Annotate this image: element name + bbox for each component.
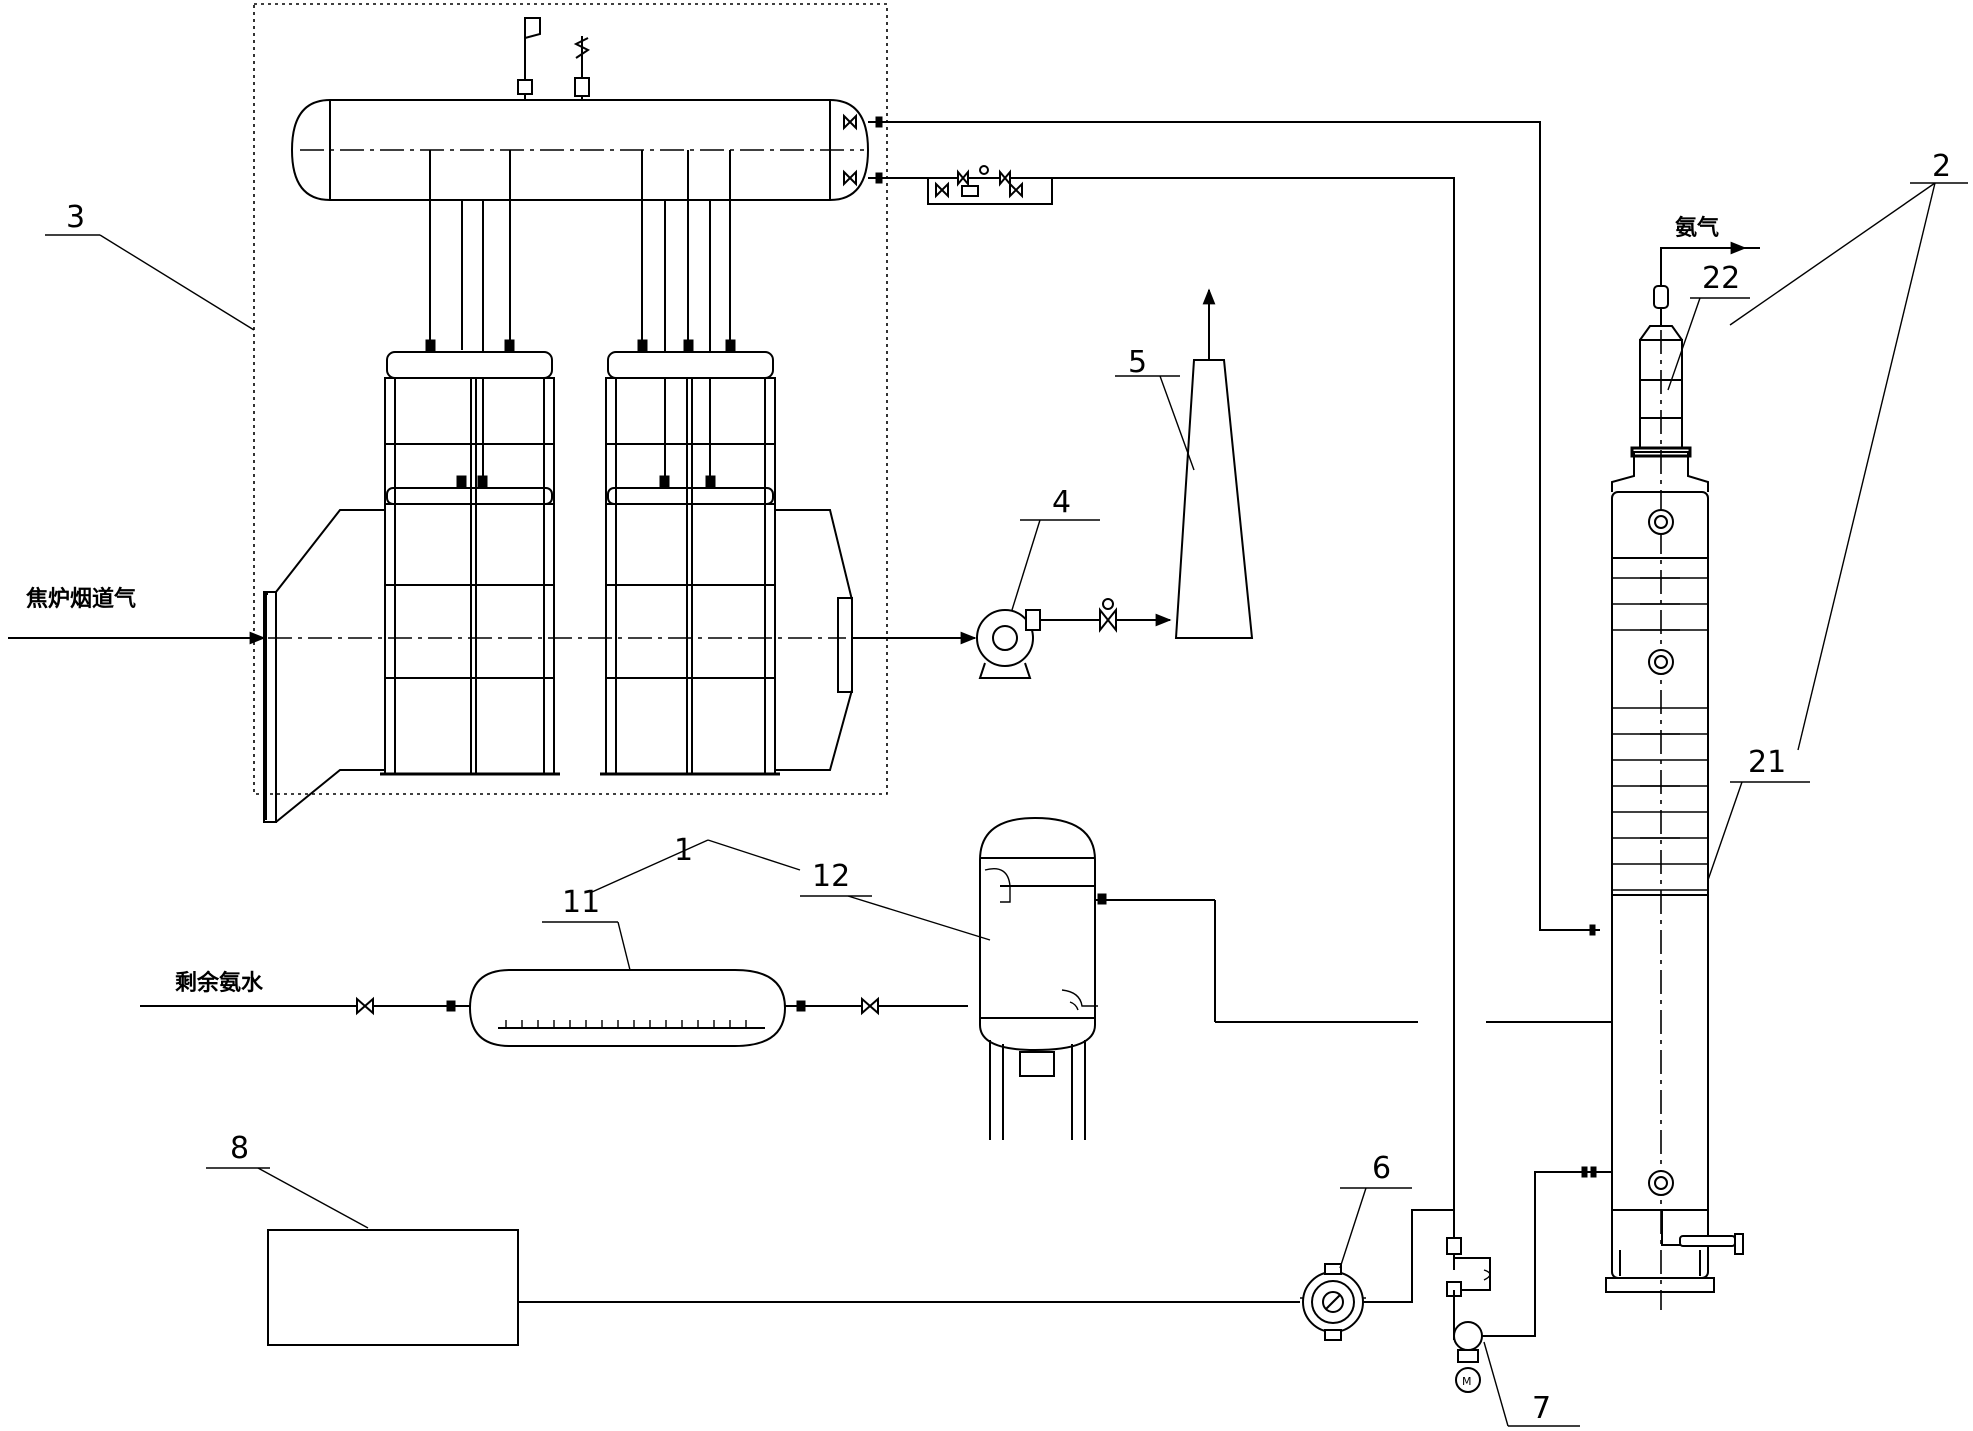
ammonia-water-feed: 剩余氨水	[140, 970, 470, 1016]
outlet-flange	[837, 597, 853, 693]
flue-gas-inlet-line: 焦炉烟道气	[8, 586, 266, 645]
column-top-22: 氨气	[1611, 215, 1760, 492]
ammonia-outlet-label: 氨气	[1675, 215, 1719, 241]
feed-valve-1	[356, 996, 374, 1016]
ammonia-tank-12	[979, 816, 1418, 1140]
chimney	[1115, 288, 1254, 639]
ammonia-preheater-11	[468, 969, 968, 1047]
callout-3: 3	[66, 200, 85, 235]
callout-6: 6	[1372, 1151, 1391, 1186]
steam-drum	[290, 17, 870, 485]
circulation-pump-7: M	[1453, 1166, 1590, 1393]
callout-5: 5	[1128, 345, 1147, 380]
outlet-cone	[775, 509, 853, 771]
storage-tank-8	[267, 1229, 519, 1346]
callout-2: 2	[1932, 149, 1951, 184]
residual-ammonia-water-label: 剩余氨水	[175, 970, 264, 996]
column-body-21	[1605, 330, 1744, 1310]
plate-heat-exchanger-6	[1300, 1209, 1454, 1341]
heat-exchanger-unit-3	[253, 3, 888, 823]
inlet-cone	[275, 509, 385, 823]
exchanger-module-right	[600, 339, 780, 776]
callout-22: 22	[1702, 261, 1740, 296]
flue-gas-inlet-label: 焦炉烟道气	[25, 586, 136, 612]
svg-text:M: M	[1462, 1375, 1472, 1388]
stripping-column-2: 氨气	[1486, 215, 1760, 1310]
callout-11: 11	[562, 885, 600, 920]
inlet-flange	[263, 591, 277, 823]
return-loop: M	[267, 1166, 1590, 1393]
callout-7: 7	[1532, 1391, 1551, 1426]
unit-3-boundary	[253, 3, 888, 795]
callout-21: 21	[1748, 745, 1786, 780]
induced-draft-fan	[852, 598, 1172, 679]
callouts: 3 4 5 1 11 12 2 22 21 6 7 8	[45, 149, 1968, 1427]
fan-outlet-valve	[1099, 607, 1117, 633]
callout-8: 8	[230, 1131, 249, 1166]
exchanger-module-left	[380, 339, 560, 776]
steam-lines	[843, 113, 1590, 1270]
callout-4: 4	[1052, 485, 1071, 520]
callout-12: 12	[812, 859, 850, 894]
